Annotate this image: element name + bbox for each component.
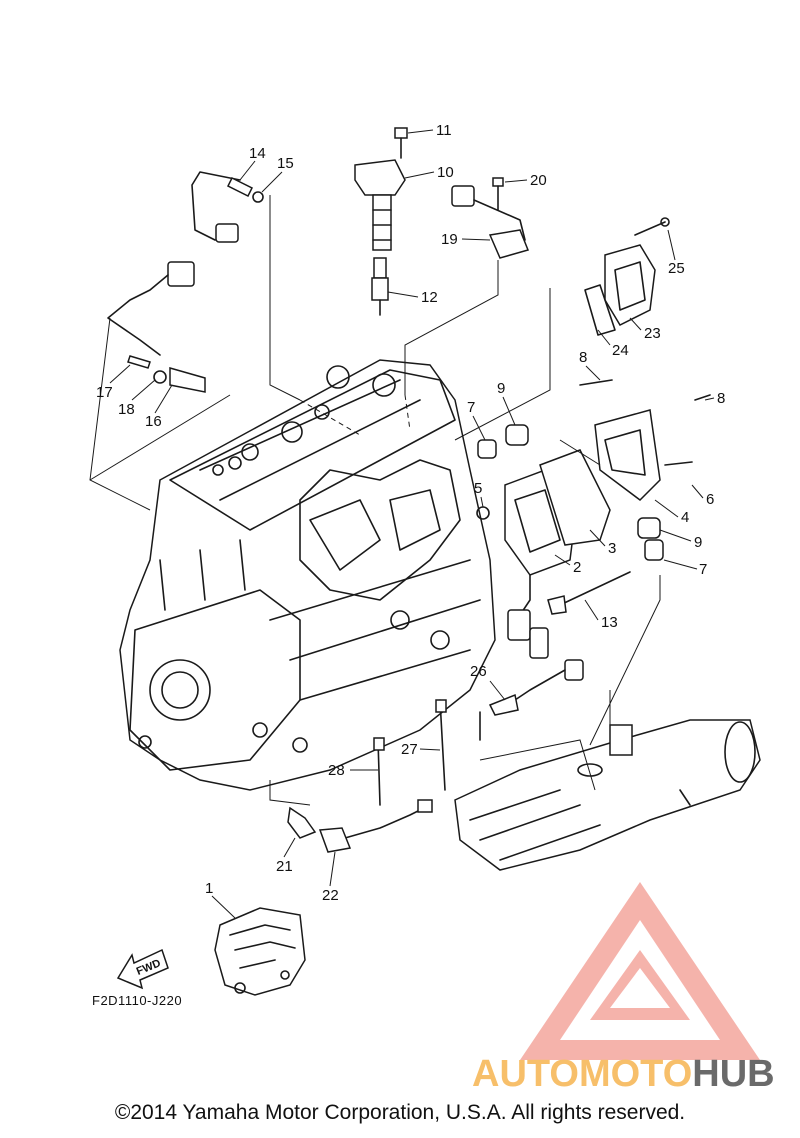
long-bolt-13 [547, 571, 631, 615]
callout-26: 26 [470, 663, 487, 680]
throttle-body-components [476, 379, 711, 576]
cam-sensor-harness [107, 261, 206, 393]
cable-ties [373, 699, 447, 806]
callout-23: 23 [644, 325, 661, 342]
sensor-26 [479, 659, 584, 741]
knock-sensor-22 [318, 799, 433, 853]
callout-16: 16 [145, 413, 162, 430]
automotohub-watermark-text: AUTOMOTOHUB [472, 1053, 775, 1095]
temperature-sensor-harness [191, 171, 264, 243]
callout-28: 28 [328, 762, 345, 779]
coil-bolt [394, 127, 408, 159]
callout-15: 15 [277, 155, 294, 172]
callout-25: 25 [668, 260, 685, 277]
callout-22: 22 [322, 887, 339, 904]
callout-2: 2 [573, 559, 581, 576]
figure-code: F2D1110-J220 [92, 993, 183, 1008]
callout-9b: 9 [694, 534, 702, 551]
callout-3: 3 [608, 540, 616, 557]
copyright-notice: ©2014 Yamaha Motor Corporation, U.S.A. A… [114, 1101, 686, 1124]
callout-7b: 7 [699, 561, 707, 578]
callout-13: 13 [601, 614, 618, 631]
fwd-arrow-icon: FWD [116, 948, 169, 990]
callout-20: 20 [530, 172, 547, 189]
ecu-unit [214, 907, 306, 996]
leader-lines [89, 195, 661, 806]
callout-4: 4 [681, 509, 689, 526]
callout-5: 5 [474, 480, 482, 497]
callout-14: 14 [249, 145, 266, 162]
automotohub-watermark-logo [520, 882, 760, 1060]
pressure-sensor-harness [451, 177, 530, 259]
callout-12: 12 [421, 289, 438, 306]
engine-block [119, 359, 496, 791]
harness-connectors [507, 574, 549, 659]
callout-8b: 8 [717, 390, 725, 407]
callout-27: 27 [401, 741, 418, 758]
callout-19: 19 [441, 231, 458, 248]
callout-7a: 7 [467, 399, 475, 416]
sensor-assembly-23 [584, 217, 670, 336]
callout-18: 18 [118, 401, 135, 418]
callout-17: 17 [96, 384, 113, 401]
ignition-coil [354, 159, 406, 251]
spark-plug [371, 257, 389, 316]
callout-6: 6 [706, 491, 714, 508]
callout-11: 11 [436, 122, 452, 139]
callout-9a: 9 [497, 380, 505, 397]
callout-24: 24 [612, 342, 629, 359]
callout-21: 21 [276, 858, 293, 875]
callout-labels: 1 2 3 4 5 6 7 7 8 8 9 9 10 11 12 13 14 1… [96, 122, 725, 919]
intake-manifold [454, 719, 761, 871]
callout-1: 1 [205, 880, 213, 897]
callout-10: 10 [437, 164, 454, 181]
sensor-21 [287, 806, 317, 839]
callout-8a: 8 [579, 349, 587, 366]
